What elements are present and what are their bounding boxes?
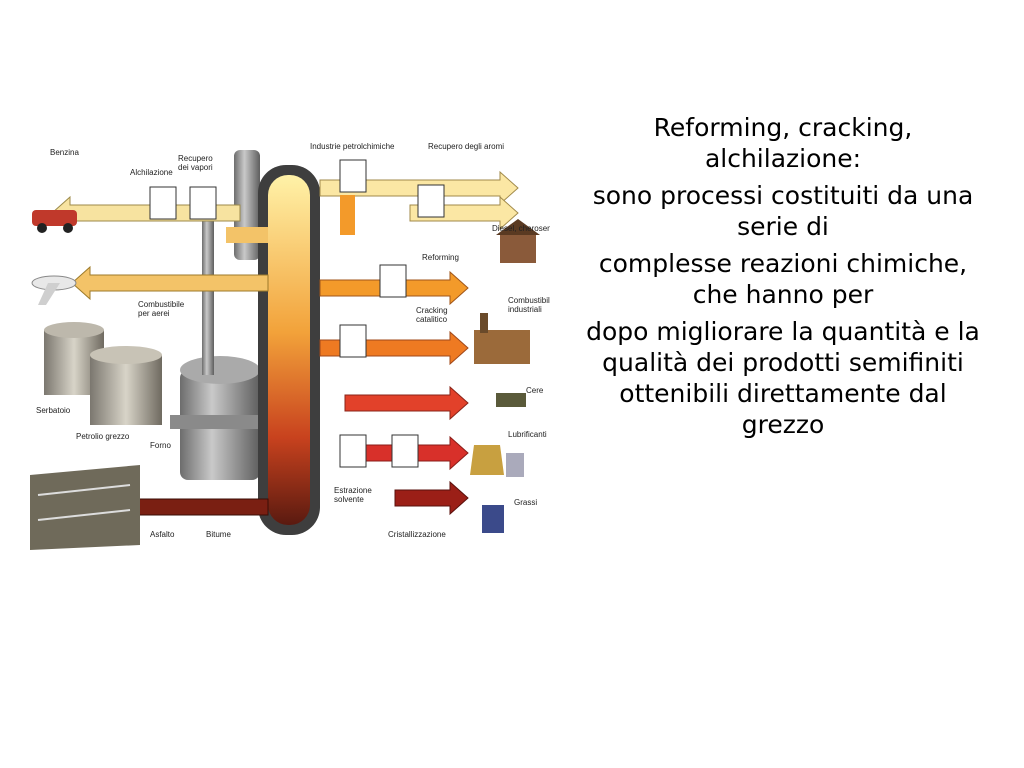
paragraph-4: dopo migliorare la quantità e la qualità… [586, 317, 980, 439]
factory-icon [474, 313, 530, 364]
label-lubrificanti: Lubrificanti [508, 430, 547, 439]
wax-icon [496, 393, 526, 407]
paragraph-1: Reforming, cracking, alchilazione: [653, 113, 913, 173]
house-icon [496, 219, 540, 263]
label-asfalto: Asfalto [150, 530, 175, 539]
label-diesel-cherosene: Diesel, cherosene [492, 224, 550, 233]
label-grassi: Grassi [514, 498, 537, 507]
airplane-icon [31, 275, 77, 305]
label-reforming: Reforming [422, 253, 459, 262]
label-cere: Cere [526, 386, 544, 395]
label-benzina: Benzina [50, 148, 79, 157]
label-industrie-petrolchimiche: Industrie petrolchimiche [310, 142, 395, 151]
label-serbatoio: Serbatoio [36, 406, 71, 415]
car-icon [32, 210, 77, 233]
highway-icon [30, 465, 140, 550]
storage-tanks [44, 322, 162, 425]
grease-bucket-icon [482, 505, 504, 533]
label-cristallizzazione: Cristallizzazione [388, 530, 446, 539]
paragraph-3: complesse reazioni chimiche, che hanno p… [598, 249, 968, 309]
label-bitume: Bitume [206, 530, 231, 539]
description-text: Reforming, cracking, alchilazione: sono … [578, 112, 988, 446]
label-forno: Forno [150, 441, 171, 450]
paragraph-2: sono processi costituiti da una serie di [592, 181, 974, 241]
oil-can-icon [470, 445, 524, 477]
label-petrolio-grezzo: Petrolio grezzo [76, 432, 130, 441]
label-recupero-aromi: Recupero degli aromi [428, 142, 504, 151]
label-alchilazione: Alchilazione [130, 168, 173, 177]
distillation-column [258, 165, 320, 535]
right-arrows [319, 170, 519, 516]
process-boxes [149, 159, 445, 468]
